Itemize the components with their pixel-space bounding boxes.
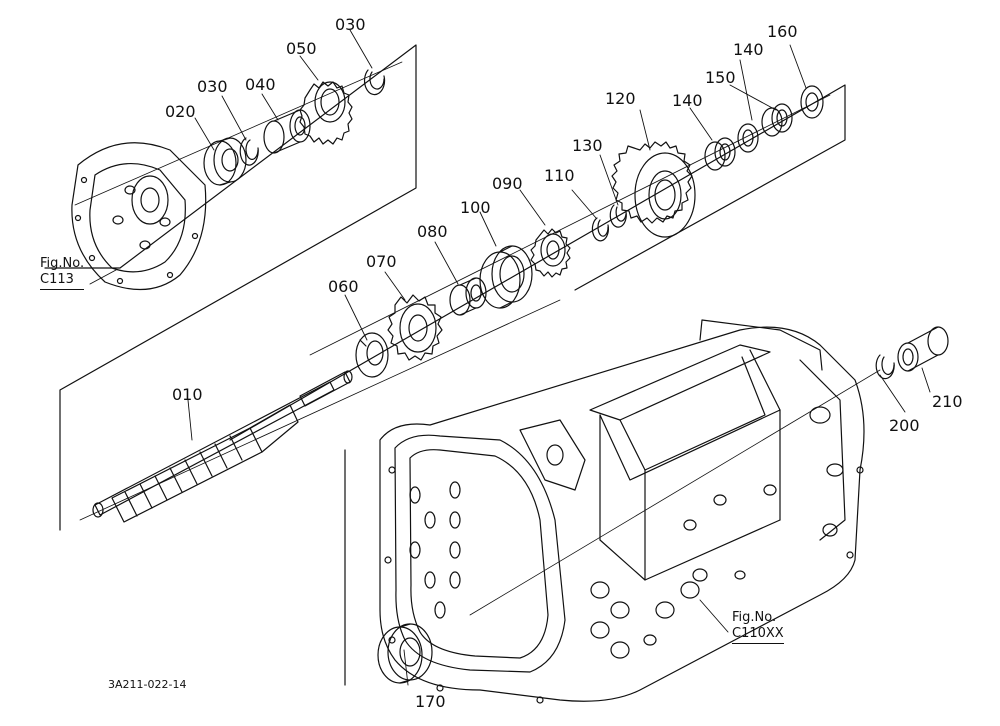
- input-shaft-010-shape: [92, 370, 353, 523]
- sleeve-100-shape: [479, 245, 533, 309]
- transmission-case: [379, 319, 865, 704]
- gear-120-shape: [611, 141, 696, 238]
- snap-ring-030a-shape: [239, 137, 259, 166]
- part-label-080[interactable]: 080: [417, 222, 448, 241]
- part-label-140b[interactable]: 140: [733, 40, 764, 59]
- snap-ring-110-shape: [591, 217, 609, 242]
- part-label-130[interactable]: 130: [572, 136, 603, 155]
- part-label-050[interactable]: 050: [286, 39, 317, 58]
- figure-ref-c110xx-line2: C110XX: [732, 626, 784, 644]
- part-label-010[interactable]: 010: [172, 385, 203, 404]
- part-label-040[interactable]: 040: [245, 75, 276, 94]
- leader-lines: [89, 29, 931, 686]
- group-frame-upper: [44, 44, 417, 531]
- gear-case-flange: [71, 142, 207, 291]
- figure-ref-c110xx[interactable]: Fig.No. C110XX: [732, 610, 784, 644]
- figure-ref-c113[interactable]: Fig.No. C113: [40, 256, 85, 290]
- part-label-160[interactable]: 160: [767, 22, 798, 41]
- seal-160-shape: [800, 85, 824, 119]
- part-label-020[interactable]: 020: [165, 102, 196, 121]
- part-label-200[interactable]: 200: [889, 416, 920, 435]
- snap-ring-030b-shape: [363, 69, 386, 96]
- snap-ring-130-shape: [609, 204, 627, 228]
- drawing-code: 3A211-022-14: [108, 678, 187, 691]
- needle-bearing-080-shape: [449, 277, 487, 316]
- figure-ref-c113-line1: Fig.No.: [40, 256, 85, 271]
- part-label-140a[interactable]: 140: [672, 91, 703, 110]
- shaft-axis-lines: [74, 61, 881, 616]
- part-label-060[interactable]: 060: [328, 277, 359, 296]
- part-label-210[interactable]: 210: [932, 392, 963, 411]
- group-frame-lower: [229, 84, 846, 686]
- part-label-030b[interactable]: 030: [335, 15, 366, 34]
- washer-060-shape: [355, 332, 389, 378]
- collar-040-shape: [263, 109, 311, 154]
- part-label-150[interactable]: 150: [705, 68, 736, 87]
- bearing-020-shape: [203, 137, 247, 186]
- figure-ref-c113-line2: C113: [40, 272, 85, 290]
- part-label-030a[interactable]: 030: [197, 77, 228, 96]
- part-label-120[interactable]: 120: [605, 89, 636, 108]
- gear-070-shape: [387, 294, 443, 361]
- oil-seal-170-shape: [377, 623, 433, 684]
- part-label-070[interactable]: 070: [366, 252, 397, 271]
- part-label-110[interactable]: 110: [544, 166, 575, 185]
- part-label-170[interactable]: 170: [415, 692, 446, 711]
- part-label-100[interactable]: 100: [460, 198, 491, 217]
- sleeve-210-shape: [897, 326, 949, 372]
- gear-050-shape: [299, 81, 353, 145]
- figure-ref-c110xx-line1: Fig.No.: [732, 610, 777, 625]
- bearing-140b-shape: [761, 103, 793, 137]
- part-label-090[interactable]: 090: [492, 174, 523, 193]
- snap-ring-200-shape: [875, 354, 895, 380]
- spacer-150-shape: [737, 123, 759, 153]
- bearing-140a-shape: [704, 137, 736, 171]
- gear-090-shape: [530, 228, 571, 278]
